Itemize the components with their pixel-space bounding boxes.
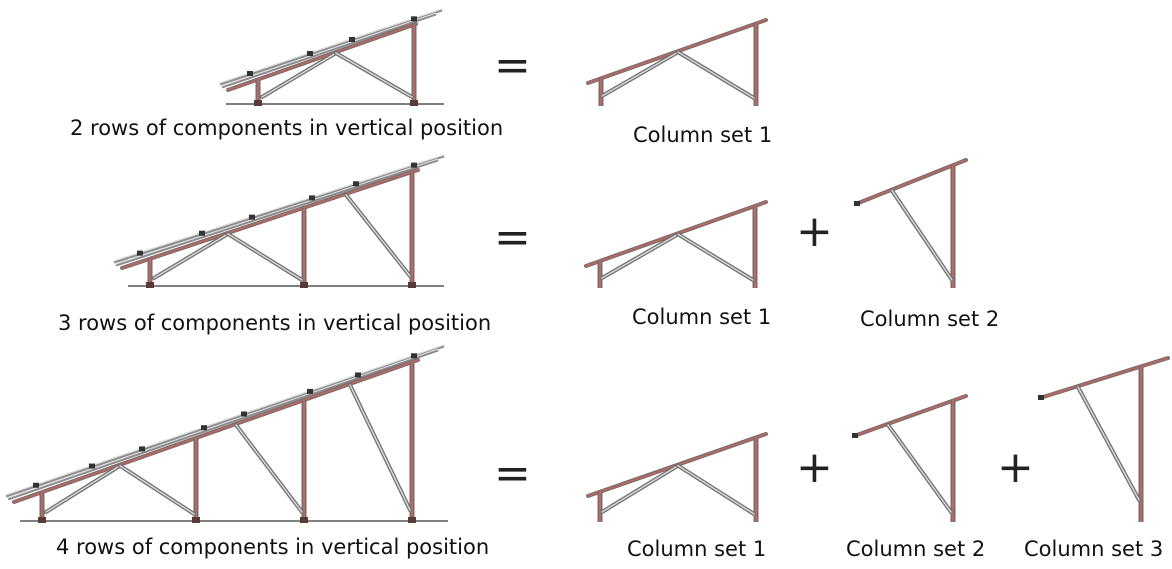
module-clamp xyxy=(309,195,315,201)
plus-sign: + xyxy=(997,442,1034,493)
row-caption: 4 rows of components in vertical positio… xyxy=(56,535,489,559)
diagonal-brace-stripe xyxy=(345,194,411,277)
column-set-label: Column set 1 xyxy=(633,123,772,147)
post-footing xyxy=(254,100,262,106)
module-clamp xyxy=(33,482,39,488)
module-clamp xyxy=(307,51,313,56)
module-rail-highlight xyxy=(113,154,445,262)
column-set-1-drawing xyxy=(586,18,768,106)
diagonal-brace-stripe xyxy=(887,424,952,513)
column-set-2-drawing xyxy=(854,158,968,288)
module-clamp xyxy=(349,37,355,42)
module-rail xyxy=(7,348,439,501)
module-rail xyxy=(113,154,445,264)
module-rail xyxy=(221,12,437,89)
module-clamp xyxy=(199,230,205,236)
diagonal-brace-stripe xyxy=(261,52,337,98)
post-footing xyxy=(192,517,200,523)
module-clamp xyxy=(249,214,255,220)
equals-sign: = xyxy=(494,212,531,263)
plus-sign: + xyxy=(796,442,833,493)
module-clamp xyxy=(241,411,247,417)
rafter-beam-stripe xyxy=(227,23,417,91)
module-clamp xyxy=(411,162,417,168)
rafter-beam-stripe xyxy=(13,359,419,503)
diagonal-brace-stripe xyxy=(45,464,121,513)
column-set-label: Column set 1 xyxy=(627,537,766,561)
rafter-beam-stripe xyxy=(855,159,967,205)
diagonal-brace-stripe xyxy=(227,233,303,281)
full-structure-2-rows xyxy=(219,8,444,106)
row-2-rows: = 2 rows of components in vertical posit… xyxy=(70,8,772,147)
diagonal-brace-stripe xyxy=(335,52,413,98)
column-set-1-drawing xyxy=(586,432,768,522)
diagonal-brace-stripe xyxy=(677,233,754,281)
module-clamp xyxy=(247,71,253,76)
column-set-1-drawing xyxy=(584,200,768,288)
module-clamp xyxy=(89,463,95,469)
beam-end-cap xyxy=(852,433,858,438)
module-rail-highlight xyxy=(7,348,439,499)
equals-sign: = xyxy=(494,448,531,499)
post-footing xyxy=(300,282,308,288)
diagonal-brace-stripe xyxy=(235,424,303,513)
module-rail xyxy=(219,8,443,86)
diagonal-brace-stripe xyxy=(677,51,755,99)
diagonal-brace-stripe xyxy=(349,384,411,511)
row-3-rows: = + 3 rows of components in vertical pos… xyxy=(58,154,999,335)
row-caption: 2 rows of components in vertical positio… xyxy=(70,116,503,140)
post-footing xyxy=(408,517,416,523)
module-rail xyxy=(115,158,439,267)
row-4-rows: = + + 4 rows of components in vertical p… xyxy=(5,344,1170,561)
row-caption: 3 rows of components in vertical positio… xyxy=(58,311,491,335)
module-clamp xyxy=(139,446,145,452)
full-structure-4-rows xyxy=(5,344,448,523)
beam-end-cap xyxy=(854,201,860,206)
post-footing xyxy=(410,100,418,106)
post-footing xyxy=(300,517,308,523)
module-clamp xyxy=(355,372,361,378)
diagonal-brace-stripe xyxy=(891,189,953,281)
equals-sign: = xyxy=(494,40,531,91)
full-structure-3-rows xyxy=(113,154,445,288)
module-rail-highlight xyxy=(221,12,437,87)
post-footing xyxy=(38,517,46,523)
column-set-2-drawing xyxy=(852,394,968,522)
diagonal-brace-stripe xyxy=(601,51,679,97)
module-clamp xyxy=(411,16,417,22)
module-clamp xyxy=(411,353,417,359)
column-set-3-drawing xyxy=(1038,356,1170,522)
post-footing xyxy=(146,282,154,288)
module-clamp xyxy=(137,250,143,256)
rafter-beam-stripe xyxy=(121,169,419,269)
column-set-label: Column set 2 xyxy=(860,307,999,331)
beam-end-cap xyxy=(1038,395,1044,400)
column-set-label: Column set 3 xyxy=(1024,537,1163,561)
diagonal-brace-stripe xyxy=(677,464,755,515)
rafter-beam-stripe xyxy=(853,395,967,437)
plus-sign: + xyxy=(796,206,833,257)
module-clamp xyxy=(353,181,359,187)
diagonal-brace-stripe xyxy=(119,464,195,515)
module-clamp xyxy=(307,388,313,394)
rafter-beam-stripe xyxy=(1039,357,1169,399)
diagonal-brace-stripe xyxy=(1077,386,1140,501)
module-rail-highlight xyxy=(5,344,445,496)
column-set-label: Column set 2 xyxy=(846,537,985,561)
column-set-label: Column set 1 xyxy=(632,305,771,329)
post-footing xyxy=(408,282,416,288)
diagonal-brace-stripe xyxy=(601,233,679,279)
module-rail-highlight xyxy=(115,158,439,265)
diagonal-brace-stripe xyxy=(601,464,679,513)
module-rail xyxy=(5,344,445,498)
module-clamp xyxy=(201,425,207,431)
module-rail-highlight xyxy=(219,8,443,84)
diagonal-brace-stripe xyxy=(153,233,229,279)
